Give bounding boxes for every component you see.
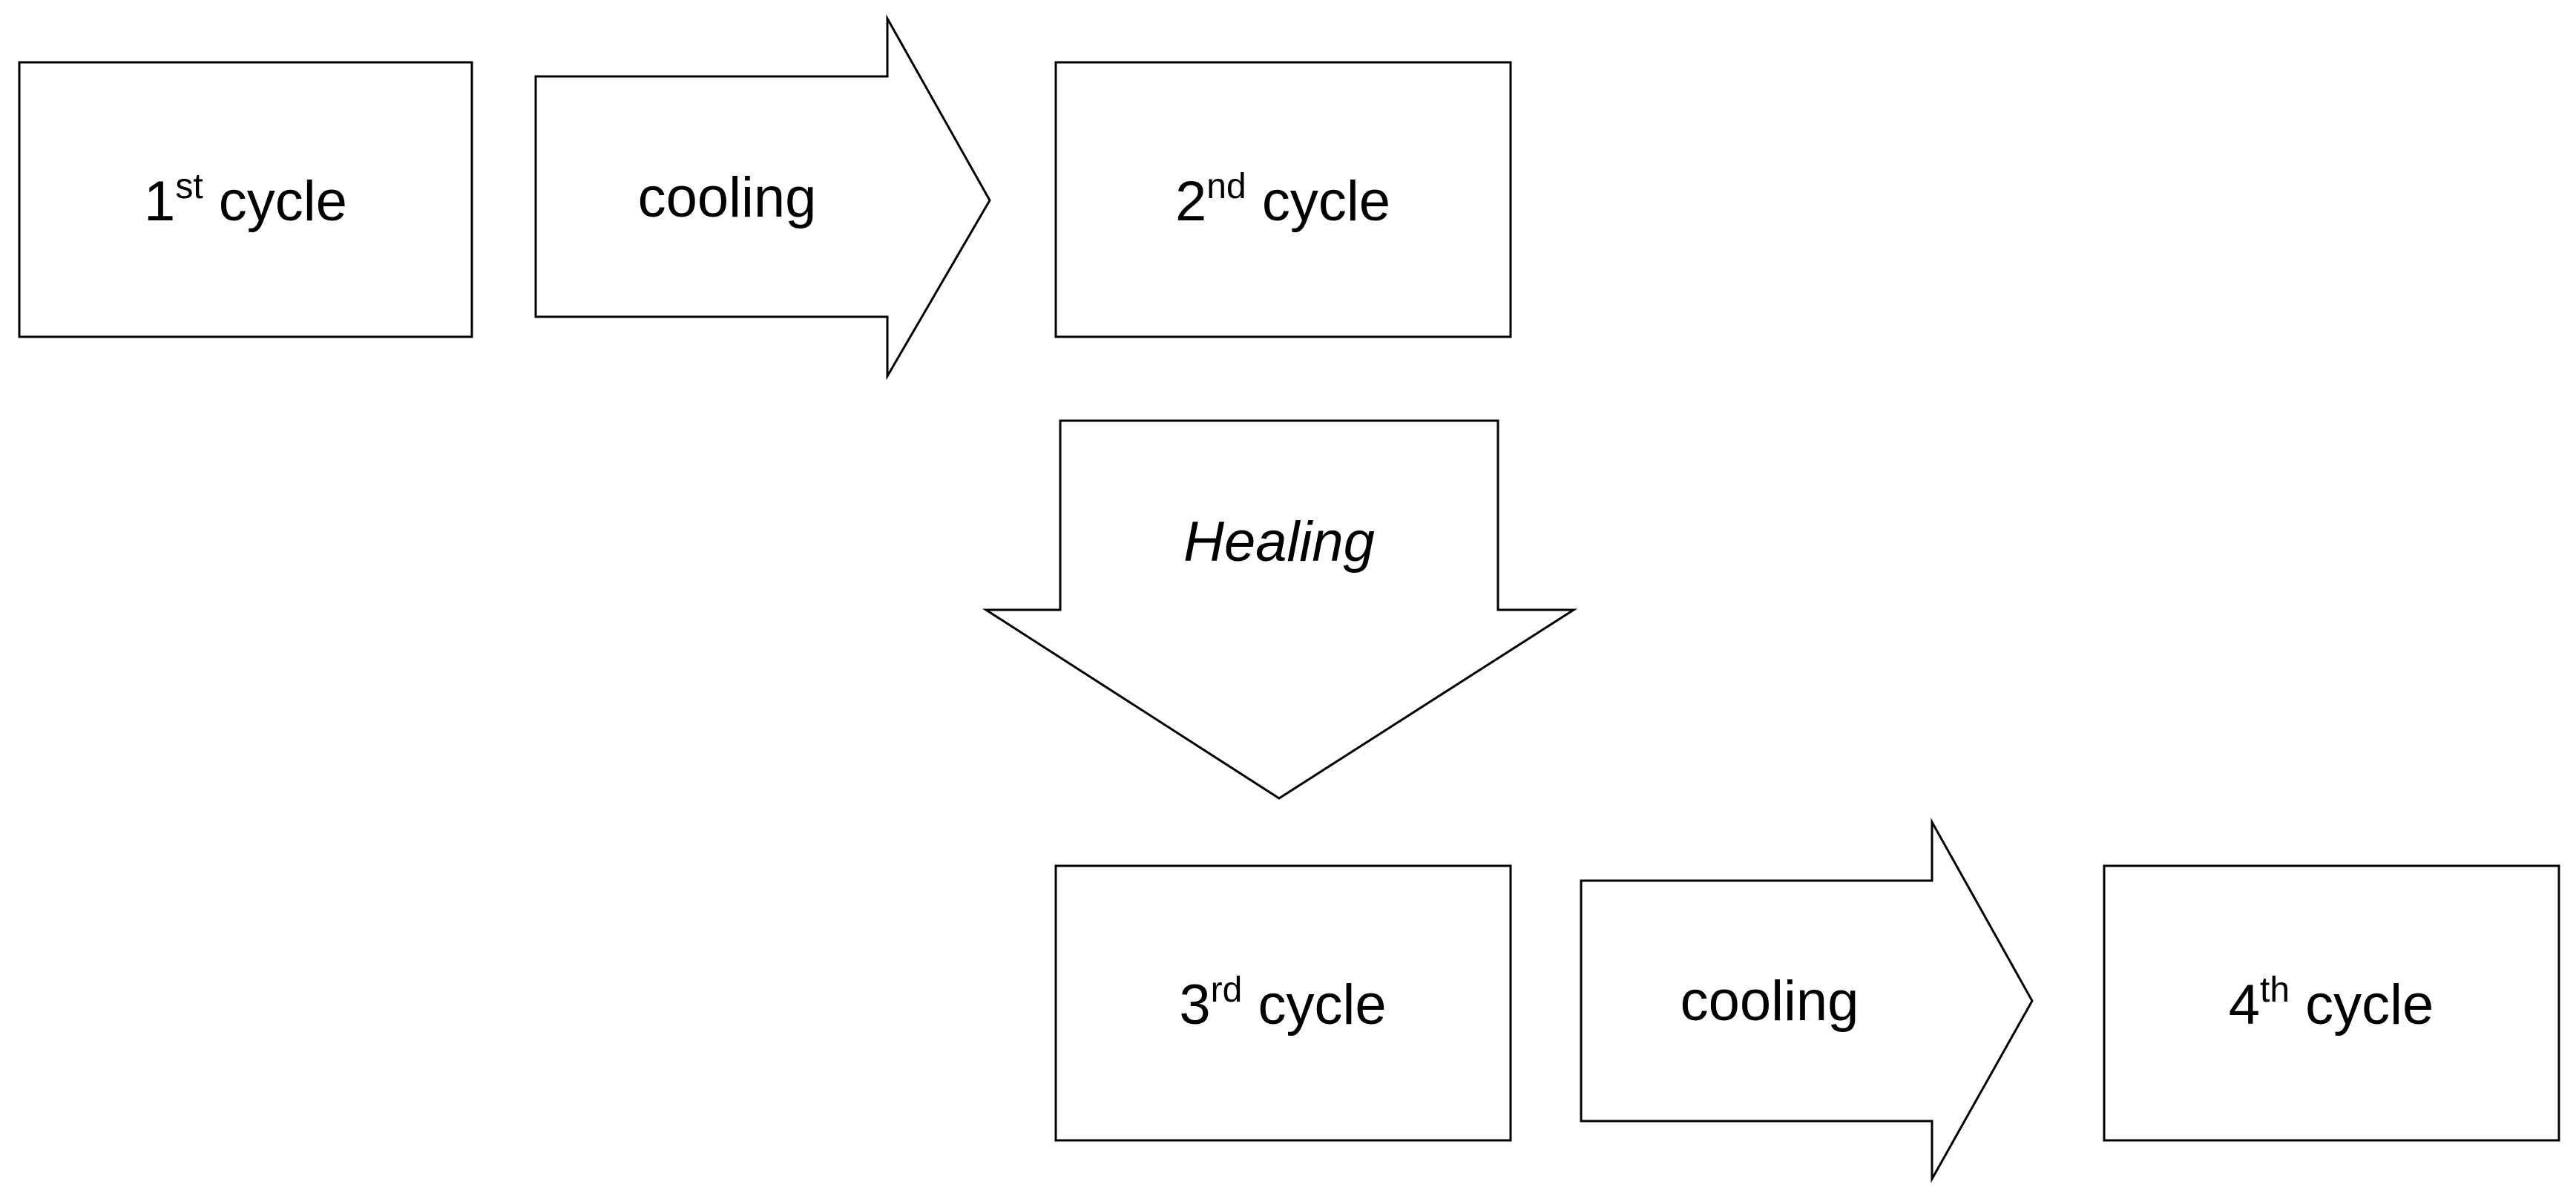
cycle-4-number: 4 <box>2229 973 2260 1036</box>
cycle-4-node: 4th cycle <box>2103 864 2560 1142</box>
cycle-1-label: 1st cycle <box>144 167 347 233</box>
cycle-4-suffix: th <box>2260 970 2290 1010</box>
cooling-arrow-1: cooling <box>534 14 991 381</box>
cycle-3-suffix: rd <box>1211 970 1243 1010</box>
cycle-2-spacer <box>1246 170 1262 233</box>
cycle-4-spacer <box>2290 973 2305 1036</box>
cycle-3-spacer <box>1242 973 1258 1036</box>
cycle-3-word: cycle <box>1258 973 1386 1036</box>
cycle-4-word: cycle <box>2305 973 2434 1036</box>
cycle-2-label: 2nd cycle <box>1175 167 1390 233</box>
cycle-1-word: cycle <box>219 170 347 233</box>
cycle-2-node: 2nd cycle <box>1054 61 1512 338</box>
cooling-arrow-2-label: cooling <box>1680 970 1859 1033</box>
arrow-down-shape <box>982 419 1578 800</box>
cycle-3-label: 3rd cycle <box>1179 970 1386 1036</box>
cycle-1-number: 1 <box>144 170 175 233</box>
cooling-arrow-2: cooling <box>1580 818 2034 1183</box>
cycle-2-suffix: nd <box>1206 167 1246 206</box>
cycle-3-box <box>1054 864 1512 1142</box>
cycle-3-node: 3rd cycle <box>1054 864 1512 1142</box>
cycle-1-node: 1st cycle <box>18 61 473 338</box>
cycle-2-number: 2 <box>1175 170 1206 233</box>
cycle-2-box <box>1054 61 1512 338</box>
cycle-4-box <box>2103 864 2560 1142</box>
cycle-1-suffix: st <box>175 167 203 206</box>
cooling-arrow-1-label: cooling <box>638 166 817 229</box>
arrow-right-shape-1 <box>534 14 991 381</box>
cycle-4-label: 4th cycle <box>2229 970 2434 1036</box>
healing-arrow-label: Healing <box>1183 510 1375 574</box>
arrow-right-shape-2 <box>1580 818 2034 1183</box>
cycle-1-box <box>18 61 473 338</box>
cycle-1-spacer <box>203 170 219 233</box>
cycle-2-word: cycle <box>1262 170 1390 233</box>
cycle-3-number: 3 <box>1179 973 1210 1036</box>
healing-arrow: Healing <box>982 419 1578 800</box>
